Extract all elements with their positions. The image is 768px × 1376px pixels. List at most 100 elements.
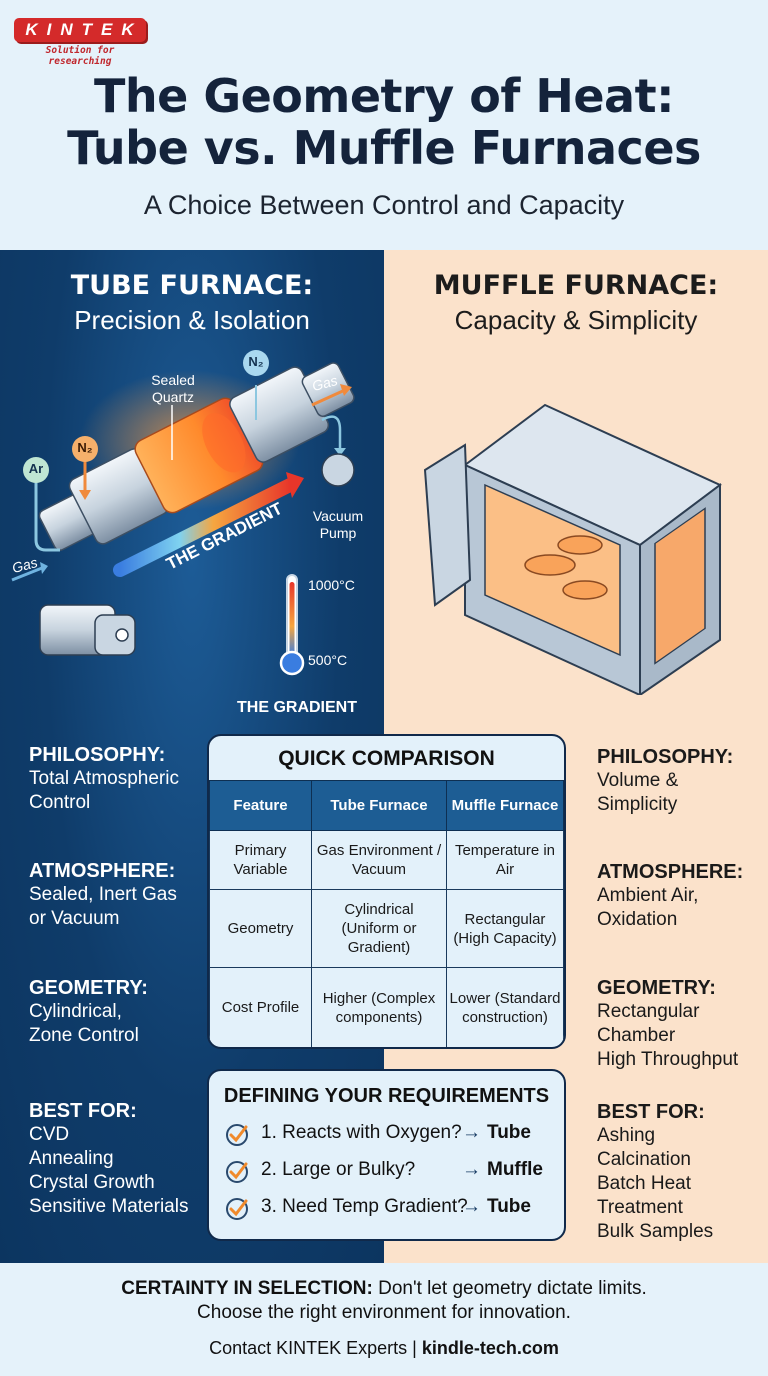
col-header-tube: Tube Furnace (311, 780, 447, 831)
comparison-table: Feature Tube Furnace Muffle Furnace Prim… (209, 780, 564, 1047)
feature-heading: GEOMETRY: (597, 977, 716, 999)
muffle-atmosphere: ATMOSPHERE: Ambient Air, Oxidation (597, 860, 743, 932)
muffle-subtitle: Capacity & Simplicity (454, 305, 698, 335)
footer-message: CERTAINTY IN SELECTION: Don't let geomet… (0, 1277, 768, 1325)
requirement-question: 2. Large or Bulky? (261, 1159, 416, 1180)
col-header-muffle: Muffle Furnace (446, 780, 564, 831)
feature-heading: BEST FOR: (29, 1100, 137, 1122)
feature-line: Sensitive Materials (29, 1196, 189, 1217)
table-cell: Gas Environment / Vacuum (311, 830, 447, 890)
footer-line1: Don't let geometry dictate limits. (372, 1278, 647, 1299)
feature-heading: BEST FOR: (597, 1101, 705, 1123)
table-cell: Cylindrical (Uniform or Gradient) (311, 889, 447, 968)
check-circle-icon (226, 1198, 248, 1220)
col-header-feature: Feature (209, 780, 312, 831)
tube-atmosphere: ATMOSPHERE: Sealed, Inert Gas or Vacuum (29, 859, 177, 931)
feature-line: Control (29, 792, 91, 813)
feature-line: Batch Heat (597, 1173, 691, 1194)
muffle-philosophy: PHILOSOPHY: Volume & Simplicity (597, 745, 733, 817)
requirement-item: 2. Large or Bulky? → Muffle (209, 1151, 564, 1188)
vacuum-pump-label: Vacuum Pump (312, 508, 364, 541)
requirement-answer: →Tube (462, 1122, 531, 1144)
feature-line: Annealing (29, 1148, 114, 1169)
logo-tagline: Solution for researching (45, 45, 115, 67)
muffle-furnace-heading: MUFFLE FURNACE: Capacity & Simplicity (384, 270, 768, 336)
tube-subtitle: Precision & Isolation (74, 305, 310, 335)
feature-line: Cylindrical, (29, 1001, 122, 1022)
table-row: Primary Variable Gas Environment / Vacuu… (209, 830, 564, 890)
arrow-right-icon: → (462, 1159, 481, 1180)
gradient-caption: THE GRADIENT (237, 699, 357, 716)
requirements-title: DEFINING YOUR REQUIREMENTS (223, 1085, 550, 1107)
n2-left-badge: N₂ (72, 436, 98, 462)
feature-line: Rectangular (597, 1001, 700, 1022)
tube-title: TUBE FURNACE: (70, 270, 314, 301)
footer-line2: Choose the right environment for innovat… (197, 1302, 571, 1323)
contact-text: Contact KINTEK Experts | (209, 1338, 422, 1358)
muffle-best-for: BEST FOR: Ashing Calcination Batch Heat … (597, 1100, 713, 1244)
feature-line: Simplicity (597, 794, 678, 815)
check-circle-icon (226, 1124, 248, 1146)
requirement-item: 3. Need Temp Gradient? → Tube (209, 1188, 564, 1225)
feature-line: Oxidation (597, 909, 678, 930)
requirement-item: 1. Reacts with Oxygen? →Tube (209, 1114, 564, 1151)
answer-text: Muffle (487, 1159, 543, 1180)
tube-geometry: GEOMETRY: Cylindrical, Zone Control (29, 976, 148, 1048)
feature-line: Ashing (597, 1125, 656, 1146)
feature-line: Bulk Samples (597, 1221, 714, 1242)
kintek-logo[interactable]: KINTEK Solution for researching (14, 18, 146, 67)
feature-line: Zone Control (29, 1025, 139, 1046)
feature-line: or Vacuum (29, 908, 120, 929)
feature-line: CVD (29, 1124, 70, 1145)
page-title: The Geometry of Heat: Tube vs. Muffle Fu… (0, 70, 768, 174)
footer-lead: CERTAINTY IN SELECTION: (121, 1278, 373, 1299)
website-link[interactable]: kindle-tech.com (421, 1338, 559, 1358)
footer: CERTAINTY IN SELECTION: Don't let geomet… (0, 1263, 768, 1376)
feature-line: Chamber (597, 1025, 676, 1046)
table-cell: Temperature in Air (446, 830, 564, 890)
feature-heading: PHILOSOPHY: (29, 744, 166, 766)
tube-furnace-heading: TUBE FURNACE: Precision & Isolation (0, 270, 384, 336)
quick-comparison-card: QUICK COMPARISON Feature Tube Furnace Mu… (207, 734, 566, 1049)
table-row: Cost Profile Higher (Complex components)… (209, 967, 564, 1047)
feature-heading: ATMOSPHERE: (29, 860, 176, 882)
check-circle-icon (226, 1161, 248, 1183)
feature-heading: ATMOSPHERE: (597, 861, 744, 883)
title-line-2: Tube vs. Muffle Furnaces (67, 121, 701, 175)
arrow-right-icon: → (462, 1196, 481, 1217)
title-line-1: The Geometry of Heat: (94, 69, 674, 123)
temp-high-label: 1000°C (308, 577, 355, 593)
feature-line: High Throughput (597, 1049, 739, 1070)
table-cell: Higher (Complex components) (311, 967, 447, 1047)
temp-low-label: 500°C (308, 652, 348, 668)
feature-heading: PHILOSOPHY: (597, 746, 734, 768)
page-subtitle: A Choice Between Control and Capacity (143, 190, 625, 220)
feature-heading: GEOMETRY: (29, 977, 148, 999)
requirement-answer: → Tube (462, 1196, 531, 1218)
ar-badge: Ar (23, 457, 49, 483)
header: KINTEK Solution for researching The Geom… (0, 0, 768, 250)
tube-furnace-illustration: THE GRADIENT (11, 362, 355, 676)
footer-contact: Contact KINTEK Experts | kindle-tech.com (0, 1338, 768, 1359)
muffle-geometry: GEOMETRY: Rectangular Chamber High Throu… (597, 976, 738, 1072)
table-cell: Rectangular (High Capacity) (446, 889, 564, 968)
n2-top-badge: N₂ (243, 350, 269, 376)
requirement-answer: → Muffle (462, 1159, 543, 1181)
muffle-furnace-illustration (423, 403, 722, 695)
answer-text: Tube (487, 1196, 531, 1217)
requirement-question: 3. Need Temp Gradient? (261, 1196, 468, 1217)
feature-line: Ambient Air, (597, 885, 699, 906)
feature-line: Calcination (597, 1149, 691, 1170)
feature-line: Treatment (597, 1197, 683, 1218)
feature-line: Crystal Growth (29, 1172, 155, 1193)
muffle-title: MUFFLE FURNACE: (433, 270, 719, 301)
logo-wordmark: KINTEK (14, 18, 146, 42)
tube-best-for: BEST FOR: CVD Annealing Crystal Growth S… (29, 1099, 188, 1219)
table-header-row: Feature Tube Furnace Muffle Furnace (209, 780, 564, 831)
table-cell: Geometry (209, 889, 312, 968)
arrow-right-icon: → (462, 1122, 481, 1143)
tube-philosophy: PHILOSOPHY: Total Atmospheric Control (29, 743, 179, 815)
sealed-quartz-label: Sealed Quartz (151, 372, 195, 405)
table-cell: Cost Profile (209, 967, 312, 1047)
feature-line: Volume & (597, 770, 679, 791)
